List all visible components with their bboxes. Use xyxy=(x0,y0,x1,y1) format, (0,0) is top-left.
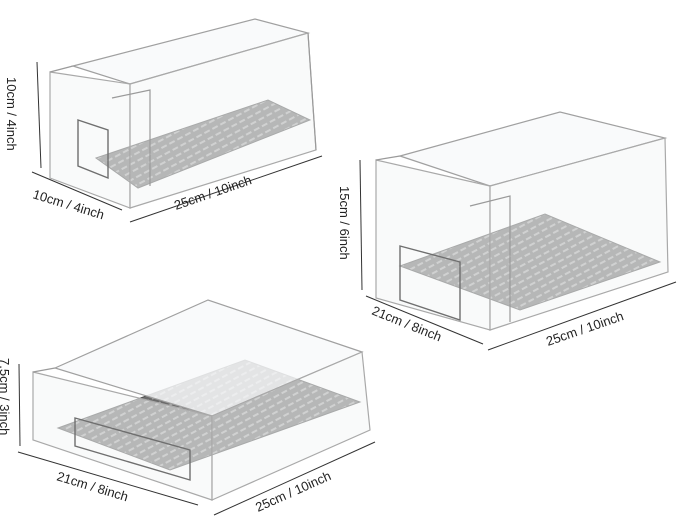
drawer-handle xyxy=(77,119,109,180)
drawer-handle xyxy=(74,417,191,481)
container-tall xyxy=(375,111,669,331)
height-label-flat: 7.5cm / 3inch xyxy=(0,358,12,435)
drawer-side-panel xyxy=(489,137,669,331)
width-label-tall: 25cm / 10inch xyxy=(544,308,625,349)
container-small xyxy=(49,18,317,209)
container-flat xyxy=(32,299,371,501)
drawer-front-panel xyxy=(375,159,491,331)
drawer-handle xyxy=(399,245,461,321)
drawer-side-panel xyxy=(211,351,371,501)
drawer-front-panel xyxy=(49,71,131,209)
height-label-tall: 15cm / 6inch xyxy=(337,186,352,260)
height-label-small: 10cm / 4inch xyxy=(4,77,19,151)
